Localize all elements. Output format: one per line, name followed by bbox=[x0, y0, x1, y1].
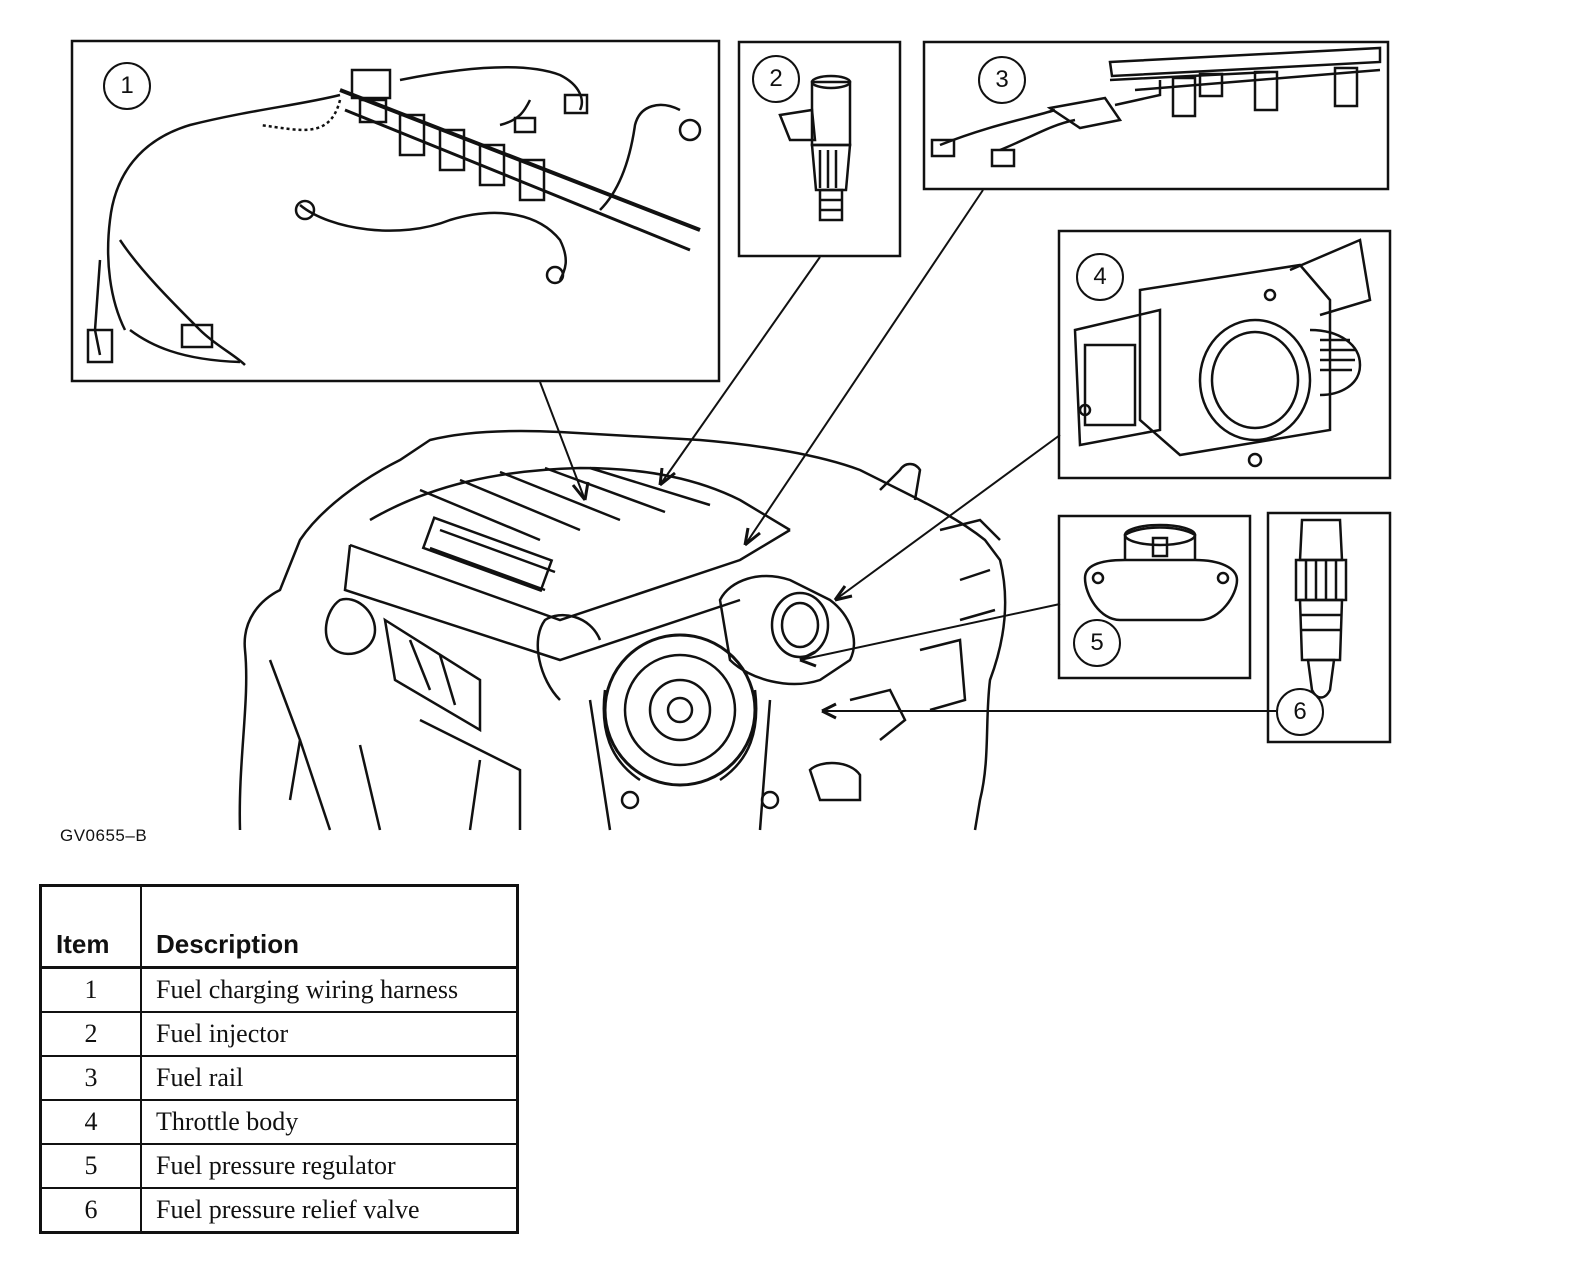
legend-item-description: Fuel pressure regulator bbox=[141, 1144, 519, 1189]
legend-item-number: 4 bbox=[40, 1100, 142, 1145]
table-row: 3 Fuel rail bbox=[40, 1056, 519, 1101]
legend-header-row: Item Description bbox=[40, 885, 519, 969]
callout-2: 2 bbox=[752, 55, 800, 103]
legend-item-description: Fuel injector bbox=[141, 1012, 519, 1057]
leader-lines bbox=[539, 189, 1276, 720]
legend-item-number: 2 bbox=[40, 1012, 142, 1057]
legend-item-number: 3 bbox=[40, 1056, 142, 1101]
fuel-injector-illustration bbox=[778, 74, 852, 222]
legend-item-description: Fuel rail bbox=[141, 1056, 519, 1101]
table-row: 2 Fuel injector bbox=[40, 1012, 519, 1057]
panel-fuel-injector bbox=[737, 40, 902, 258]
fuel-rail-illustration bbox=[930, 46, 1382, 168]
panel-fuel-rail bbox=[922, 40, 1390, 191]
table-row: 5 Fuel pressure regulator bbox=[40, 1144, 519, 1189]
panel-relief-valve bbox=[1266, 511, 1392, 744]
callout-5: 5 bbox=[1073, 619, 1121, 667]
table-row: 1 Fuel charging wiring harness bbox=[40, 967, 519, 1013]
panel-throttle-body bbox=[1057, 229, 1392, 480]
table-row: 4 Throttle body bbox=[40, 1100, 519, 1145]
legend-item-number: 1 bbox=[40, 967, 142, 1013]
callout-1: 1 bbox=[103, 62, 151, 110]
legend-table: Item Description 1 Fuel charging wiring … bbox=[39, 884, 519, 1234]
engine-diagram bbox=[70, 39, 1392, 831]
legend-item-description: Fuel charging wiring harness bbox=[141, 967, 519, 1013]
panel-wiring-harness bbox=[70, 39, 721, 383]
table-row: 6 Fuel pressure relief valve bbox=[40, 1188, 519, 1233]
legend-item-number: 5 bbox=[40, 1144, 142, 1189]
wiring-harness-illustration bbox=[86, 66, 702, 366]
panel-pressure-regulator bbox=[1057, 514, 1252, 680]
throttle-body-illustration bbox=[1073, 238, 1372, 468]
pressure-regulator-illustration bbox=[1083, 523, 1239, 622]
callout-3: 3 bbox=[978, 56, 1026, 104]
figure-code: GV0655–B bbox=[60, 826, 148, 845]
relief-valve-illustration bbox=[1294, 518, 1348, 699]
callout-6: 6 bbox=[1276, 688, 1324, 736]
engine-illustration bbox=[238, 429, 1007, 831]
callout-4: 4 bbox=[1076, 253, 1124, 301]
legend-item-description: Fuel pressure relief valve bbox=[141, 1188, 519, 1233]
legend-item-number: 6 bbox=[40, 1188, 142, 1233]
legend-header-item: Item bbox=[40, 885, 142, 969]
legend-item-description: Throttle body bbox=[141, 1100, 519, 1145]
legend-header-description: Description bbox=[141, 885, 519, 969]
